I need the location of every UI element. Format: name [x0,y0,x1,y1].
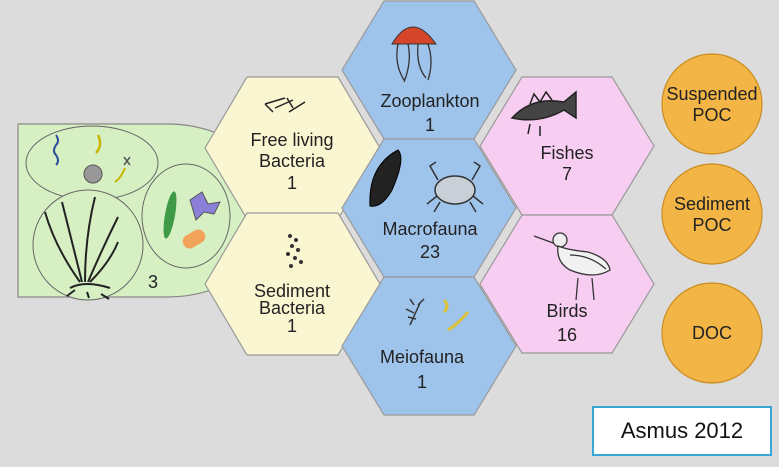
suspended-poc-line2: POC [692,105,731,125]
fishes-count: 7 [562,164,572,184]
sediment-bacteria-line2: Bacteria [259,298,326,318]
pool-sediment-poc: Sediment POC [662,164,762,264]
zooplankton-count: 1 [425,115,435,135]
doc-label: DOC [692,323,732,343]
citation-text: Asmus 2012 [621,418,743,444]
meiofauna-count: 1 [417,372,427,392]
birds-count: 16 [557,325,577,345]
meiofauna-label: Meiofauna [380,347,465,367]
pool-shape [662,164,762,264]
phytoplankton-circle [26,126,158,200]
macrofauna-label: Macrofauna [382,219,478,239]
sediment-poc-line1: Sediment [674,194,750,214]
pool-doc: DOC [662,283,762,383]
hex-zooplankton: Zooplankton 1 [342,1,516,139]
pool-suspended-poc: Suspended POC [662,54,762,154]
sediment-bacteria-count: 1 [287,316,297,336]
macrofauna-count: 23 [420,242,440,262]
free-living-bacteria-line1: Free living [250,130,333,150]
sediment-poc-line2: POC [692,215,731,235]
free-living-bacteria-line2: Bacteria [259,151,326,171]
microalgae-circle [142,164,230,268]
suspended-poc-line1: Suspended [666,84,757,104]
citation-box: Asmus 2012 [592,406,772,456]
zooplankton-label: Zooplankton [380,91,479,111]
birds-label: Birds [546,301,587,321]
pool-shape [662,54,762,154]
fishes-label: Fishes [540,143,593,163]
producers-count: 3 [148,272,158,292]
free-living-bacteria-count: 1 [287,173,297,193]
